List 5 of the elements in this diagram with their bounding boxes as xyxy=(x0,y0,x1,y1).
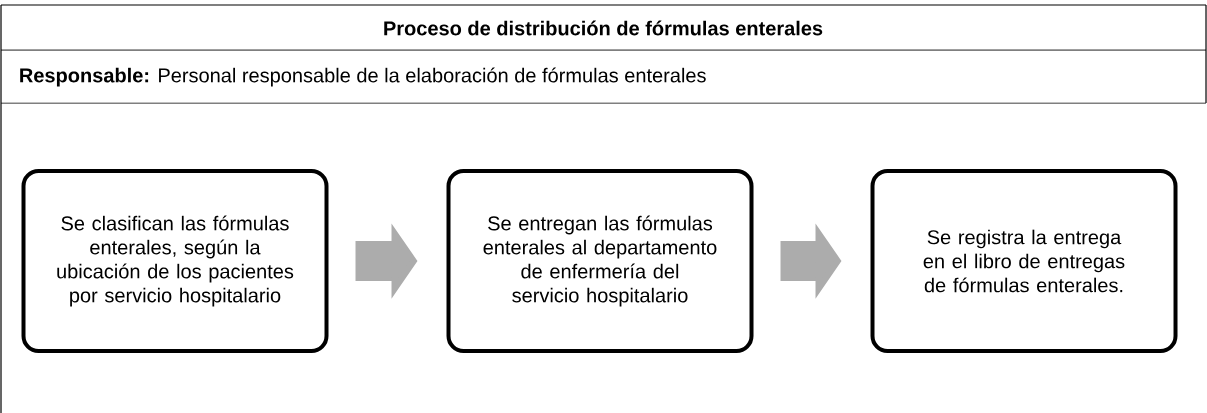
responsible-text: Responsable: Personal responsable de la elaboración de fórmulas enterales xyxy=(20,67,706,87)
process-box: Se registra la entrega en el libro de entregas de fórmulas enterales. xyxy=(870,169,1178,353)
table-title: Proceso de distribución de fórmulas enterales xyxy=(384,20,823,36)
process-box: Se clasifican las fórmulas enterales, según la ubicación de los pacientes por servicio hospitalario xyxy=(21,169,329,353)
process-box: Se entregan las fórmulas enterales al departamento de enfermería del servicio hospitalario xyxy=(446,169,754,353)
